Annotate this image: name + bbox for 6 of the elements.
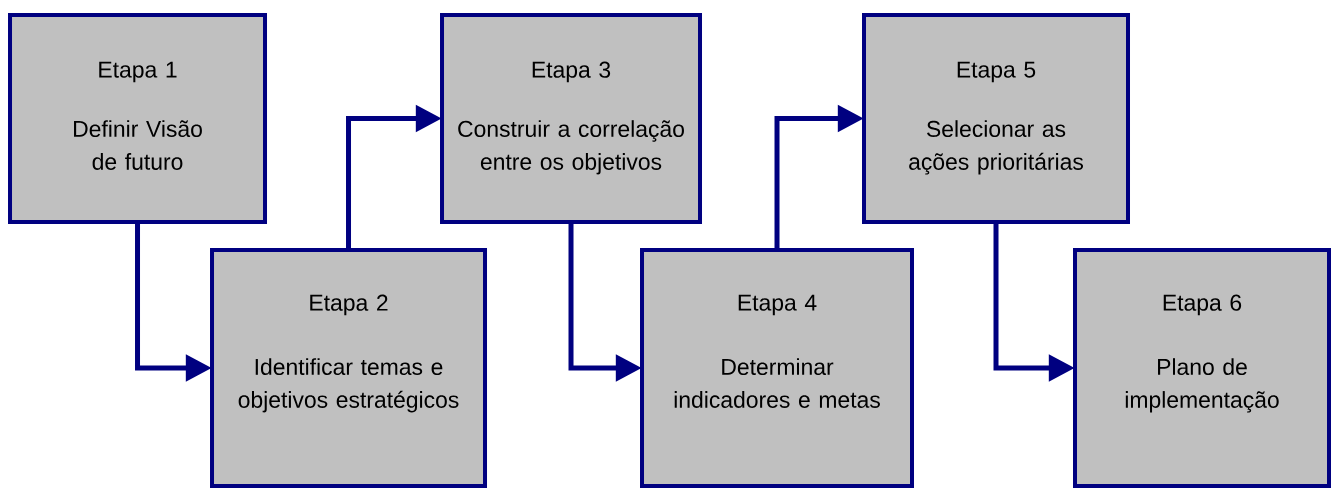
step-box: Etapa 3 Construir a correlação entre os objetivos (440, 13, 702, 224)
step-box: Etapa 1 Definir Visão de futuro (8, 13, 267, 224)
step-box: Etapa 6 Plano de implementação (1073, 248, 1331, 488)
step-box: Etapa 5 Selecionar as ações prioritárias (862, 13, 1130, 224)
step-box: Etapa 2 Identificar temas e objetivos estratégicos (210, 248, 487, 488)
step-box: Etapa 4 Determinar indicadores e metas (640, 248, 914, 488)
